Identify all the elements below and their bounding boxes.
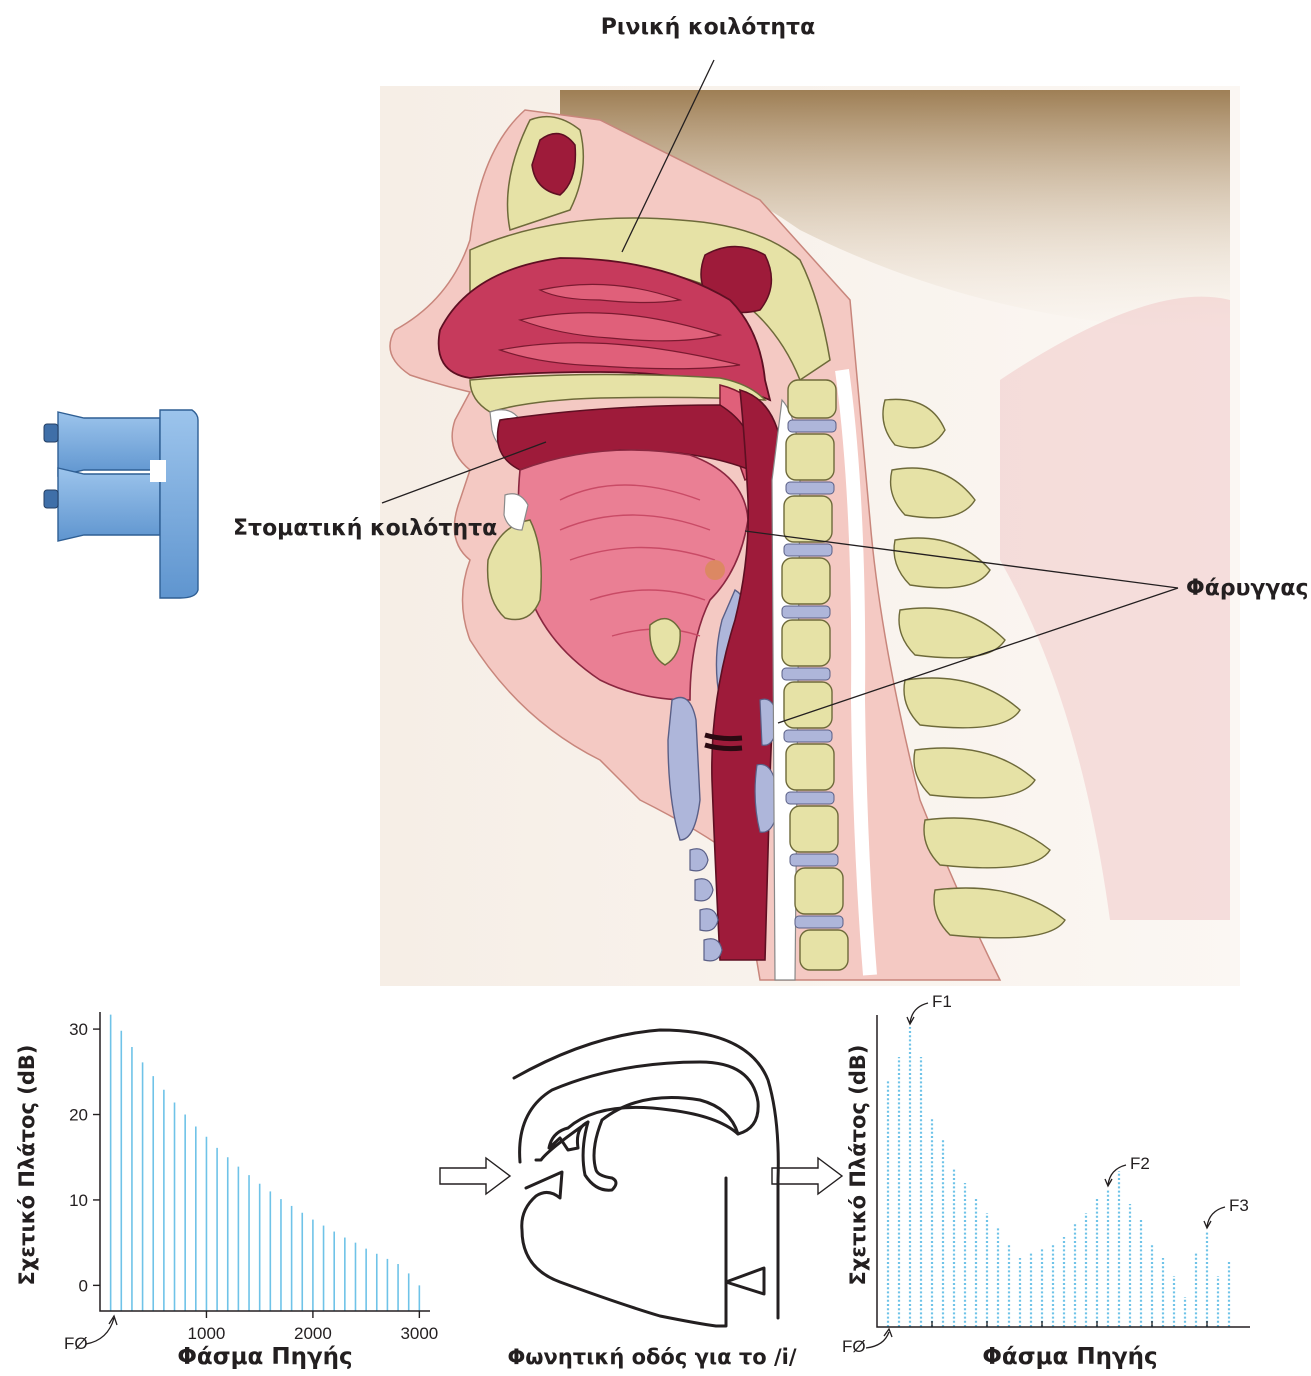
y-tick-label: 10: [69, 1191, 88, 1210]
chart1-axes: [100, 1012, 430, 1311]
chart2-x-axis-label: Φάσμα Πηγής: [982, 1344, 1157, 1370]
y-tick-label: 0: [79, 1276, 88, 1295]
intervertebral-disc: [795, 916, 843, 928]
vertebral-body: [786, 434, 834, 480]
x-tick-label: 2000: [294, 1324, 332, 1343]
formant-arrow: [1105, 1165, 1126, 1186]
intervertebral-disc: [782, 668, 830, 680]
intervertebral-disc: [786, 482, 834, 494]
formant-label-f2: F2: [1130, 1154, 1150, 1173]
filtered-spectrum-bars: [888, 1027, 1229, 1327]
chart2-ticks: [932, 1321, 1207, 1327]
source-spectrum-bars: [111, 1015, 420, 1311]
x-tick-label: 1000: [188, 1324, 226, 1343]
vertebral-body: [782, 558, 830, 604]
pharynx-label: Φάρυγγας: [1186, 576, 1309, 601]
formant-arrow: [1204, 1207, 1225, 1228]
vertebral-body: [800, 930, 848, 970]
intervertebral-disc: [784, 730, 832, 742]
y-tick-label: 30: [69, 1020, 88, 1039]
vertebral-body: [788, 380, 836, 418]
oral-cavity-label: Στοματική κοιλότητα: [233, 516, 497, 541]
vertebral-body: [782, 620, 830, 666]
formant-label-f3: F3: [1229, 1196, 1249, 1215]
tube-resonator-model-icon: [44, 410, 198, 598]
nasal-cavity-label: Ρινική κοιλότητα: [601, 15, 815, 40]
chart1-ticks: 0 10 20 30 1000 2000 3000: [69, 1020, 438, 1343]
intervertebral-disc: [786, 792, 834, 804]
chart1-y-axis-label: Σχετικό Πλάτος (dB): [15, 1045, 39, 1286]
x-tick-label: 3000: [400, 1324, 438, 1343]
vertebral-body: [784, 496, 832, 542]
arrow-right-icon: [440, 1158, 510, 1194]
vertebral-body: [795, 868, 843, 914]
intervertebral-disc: [782, 606, 830, 618]
formant-arrow: [907, 1003, 928, 1024]
vocal-tract-caption: Φωνητική οδός για το /i/: [507, 1345, 796, 1369]
head-neck-cross-section: [380, 86, 1240, 986]
chart2-y-axis-label: Σχετικό Πλάτος (dB): [846, 1045, 870, 1286]
intervertebral-disc: [788, 420, 836, 432]
intervertebral-disc: [784, 544, 832, 556]
chart1-fundamental-label: FØ: [64, 1334, 88, 1353]
vertebral-body: [784, 682, 832, 728]
vertebral-body: [786, 744, 834, 790]
tonsil: [705, 560, 725, 580]
chart2-fundamental-arrow: [866, 1329, 892, 1348]
intervertebral-disc: [790, 854, 838, 866]
vertebral-body: [790, 806, 838, 852]
arrow-right-icon: [772, 1158, 842, 1194]
formant-label-f1: F1: [932, 992, 952, 1011]
chart1-fundamental-arrow: [86, 1316, 117, 1344]
chart2-fundamental-label: FØ: [842, 1337, 866, 1356]
chart1-x-axis-label: Φάσμα Πηγής: [177, 1344, 352, 1370]
y-tick-label: 20: [69, 1106, 88, 1125]
vocal-tract-outline-diagram: [514, 1030, 778, 1326]
